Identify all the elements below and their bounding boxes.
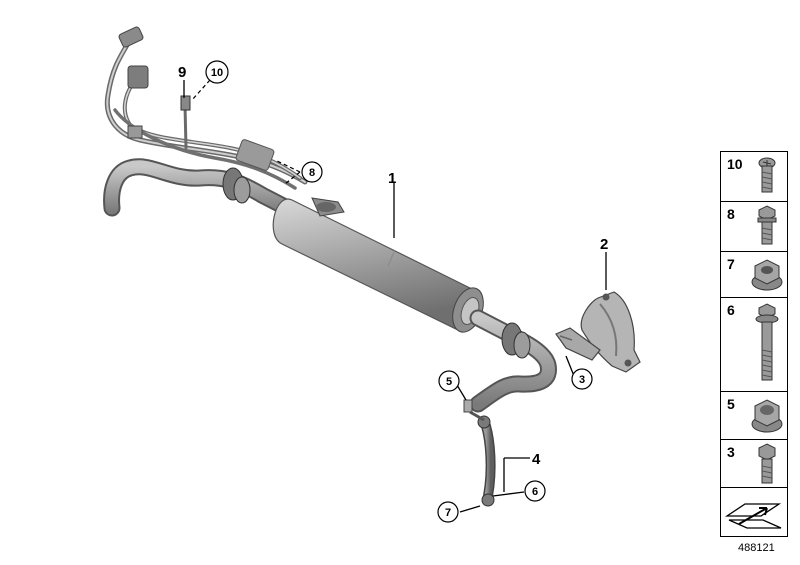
legend-label: 3 — [727, 444, 735, 460]
rubber-mount — [555, 327, 601, 361]
callout-10: 10 — [205, 60, 229, 84]
svg-text:5: 5 — [446, 376, 452, 388]
self-locking-nut-icon — [751, 399, 783, 433]
legend-item-5: 5 — [721, 392, 787, 440]
hex-collar-bolt-icon — [757, 205, 777, 245]
harness-connectors — [118, 26, 275, 171]
callout-6: 6 — [524, 480, 546, 502]
legend-item-3: 3 — [721, 440, 787, 488]
stabilizer-bar-right — [469, 309, 557, 413]
legend-item-7: 7 — [721, 252, 787, 298]
callout-1: 1 — [388, 170, 396, 187]
hex-bolt-icon — [758, 443, 776, 484]
arrow-sheet-icon — [724, 503, 782, 529]
legend-label: 5 — [727, 396, 735, 412]
legend-item-10: 10 — [721, 152, 787, 202]
stabilizer-bracket — [580, 291, 641, 373]
legend-item-arrow — [721, 488, 787, 536]
legend-label: 10 — [727, 156, 743, 172]
svg-text:7: 7 — [445, 507, 451, 519]
svg-text:1: 1 — [388, 170, 396, 187]
callout-5: 5 — [438, 370, 460, 392]
svg-text:8: 8 — [309, 167, 315, 179]
callout-2: 2 — [600, 236, 608, 253]
link-rod — [463, 399, 496, 507]
legend-label: 8 — [727, 206, 735, 222]
stabilizer-bar-left — [103, 158, 304, 221]
callout-4: 4 — [532, 451, 541, 468]
torx-screw-icon — [758, 157, 776, 193]
svg-text:10: 10 — [211, 67, 223, 79]
callout-9: 9 — [178, 64, 186, 81]
legend-label: 7 — [727, 256, 735, 272]
legend-item-6: 6 — [721, 298, 787, 392]
svg-text:4: 4 — [532, 451, 541, 468]
svg-text:2: 2 — [600, 236, 608, 253]
legend-item-8: 8 — [721, 202, 787, 252]
callout-7: 7 — [437, 501, 459, 523]
svg-text:9: 9 — [178, 64, 186, 81]
svg-text:3: 3 — [579, 374, 585, 386]
fastener-legend: 10 8 7 6 5 — [720, 151, 788, 537]
svg-text:6: 6 — [532, 486, 538, 498]
stabilizer-actuator — [272, 197, 484, 333]
legend-label: 6 — [727, 302, 735, 318]
long-collar-bolt-icon — [755, 303, 779, 381]
leader-lines — [183, 79, 607, 513]
callout-8: 8 — [301, 161, 323, 183]
collar-nut-icon — [751, 259, 783, 291]
reference-number: 488121 — [738, 542, 775, 554]
callout-3: 3 — [571, 368, 593, 390]
